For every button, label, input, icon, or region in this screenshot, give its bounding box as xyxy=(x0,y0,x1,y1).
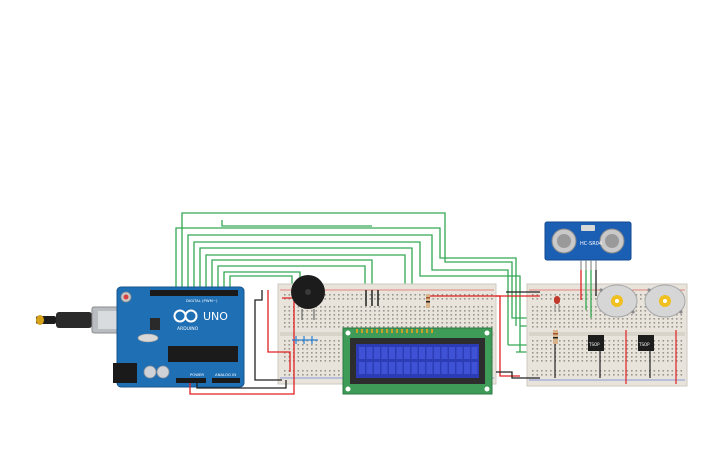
svg-text:TSOP: TSOP xyxy=(588,342,600,347)
lcd-pin-header[interactable] xyxy=(356,329,433,333)
digital-header[interactable] xyxy=(150,290,238,296)
wire-black-2[interactable] xyxy=(254,290,282,381)
ultrasonic-sensor[interactable]: HC-SR04 xyxy=(544,221,632,270)
wire-black-gnd[interactable] xyxy=(196,380,287,389)
wire-green-8[interactable] xyxy=(217,265,366,300)
red-led[interactable] xyxy=(554,296,560,312)
power-wires[interactable] xyxy=(189,290,540,395)
arduino-uno-board[interactable]: UNO ARDUINO DIGITAL (PWM~) POWER ANALOG … xyxy=(113,286,245,388)
svg-text:TSOP: TSOP xyxy=(638,342,650,347)
wire-green-3[interactable] xyxy=(187,234,509,345)
arduino-logo: UNO ARDUINO xyxy=(173,309,228,332)
jumpers-left xyxy=(365,290,379,306)
wire-red-top[interactable] xyxy=(430,295,520,377)
wire-green-2[interactable] xyxy=(175,227,517,326)
microcontroller-chip xyxy=(168,346,238,362)
potentiometer-pins xyxy=(292,336,318,344)
dc-motor-1[interactable] xyxy=(596,284,638,318)
wire-green-5[interactable] xyxy=(199,247,413,300)
wire-green-6[interactable] xyxy=(205,254,406,300)
wire-red-2[interactable] xyxy=(267,290,291,372)
ir-receiver-1[interactable]: TSOP xyxy=(588,335,604,351)
lcd-display[interactable] xyxy=(342,327,493,395)
ir-receiver-2[interactable]: TSOP xyxy=(638,335,654,351)
resistor-left[interactable] xyxy=(426,294,430,308)
sensor-wires[interactable] xyxy=(580,270,597,318)
dc-motor-2[interactable] xyxy=(644,284,686,318)
piezo-buzzer[interactable] xyxy=(291,275,325,320)
lcd-character-cells xyxy=(359,347,478,374)
right-board-wires[interactable] xyxy=(554,330,677,384)
power-jack[interactable] xyxy=(113,363,137,383)
wire-green-10[interactable] xyxy=(229,275,293,290)
wire-green-1[interactable] xyxy=(181,212,513,300)
wire-green-9[interactable] xyxy=(223,271,301,290)
brand-text: ARDUINO xyxy=(177,326,199,332)
digital-label: DIGITAL (PWM~) xyxy=(186,298,218,303)
sensor-model-label: HC-SR04 xyxy=(580,241,602,247)
wire-red-5v[interactable] xyxy=(189,297,295,395)
resistor-right[interactable] xyxy=(553,330,558,344)
wire-black-rail[interactable] xyxy=(496,371,540,379)
logo-text: UNO xyxy=(203,310,228,323)
usb-cable[interactable] xyxy=(36,306,131,334)
wire-green-7[interactable] xyxy=(211,259,373,300)
wire-green-11[interactable] xyxy=(221,220,372,227)
power-header[interactable] xyxy=(176,378,206,383)
analog-header[interactable] xyxy=(212,378,240,383)
analog-label: ANALOG IN xyxy=(215,372,236,377)
wire-green-4[interactable] xyxy=(193,241,521,352)
power-label: POWER xyxy=(190,372,204,377)
